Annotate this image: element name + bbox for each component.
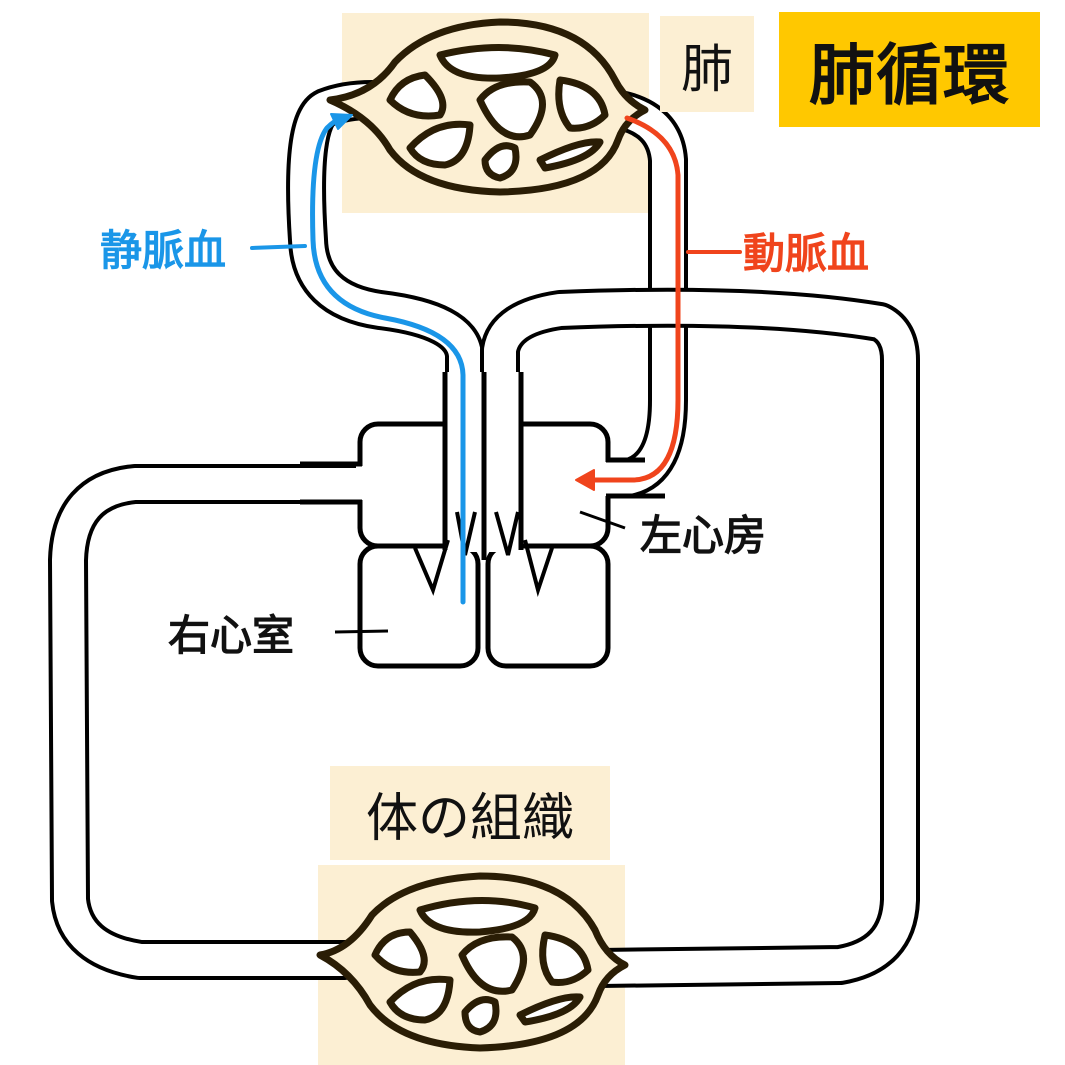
lung-capillaries	[326, 18, 649, 196]
tissue-capillaries	[316, 872, 629, 1052]
flow-arrows	[250, 113, 742, 605]
left-atrium-label: 左心房	[640, 511, 767, 560]
venous-arrowhead	[330, 113, 353, 130]
arterial-blood-label: 動脈血	[743, 229, 870, 278]
right-ventricle-chamber	[357, 543, 481, 669]
tissue-label: 体の組織	[365, 788, 574, 849]
arterial-arrowhead	[575, 469, 595, 491]
tissue-label-box: 体の組織	[330, 766, 610, 860]
vessel-pipes	[48, 80, 920, 988]
left-atrium-leader	[579, 510, 626, 530]
vessel-openings	[300, 372, 665, 560]
page-title: 肺循環	[809, 36, 1010, 114]
lung-label: 肺	[680, 39, 733, 100]
left-ventricle-chamber	[485, 543, 611, 669]
venous-label-leader	[250, 244, 307, 250]
arterial-flow-line	[589, 115, 681, 483]
venous-flow-line	[310, 115, 466, 605]
lung-label-box: 肺	[660, 16, 754, 112]
right-ventricle-leader	[334, 629, 389, 634]
venous-blood-label: 静脈血	[100, 226, 227, 275]
right-ventricle-label: 右心室	[168, 611, 295, 660]
title-banner: 肺循環	[779, 12, 1040, 127]
